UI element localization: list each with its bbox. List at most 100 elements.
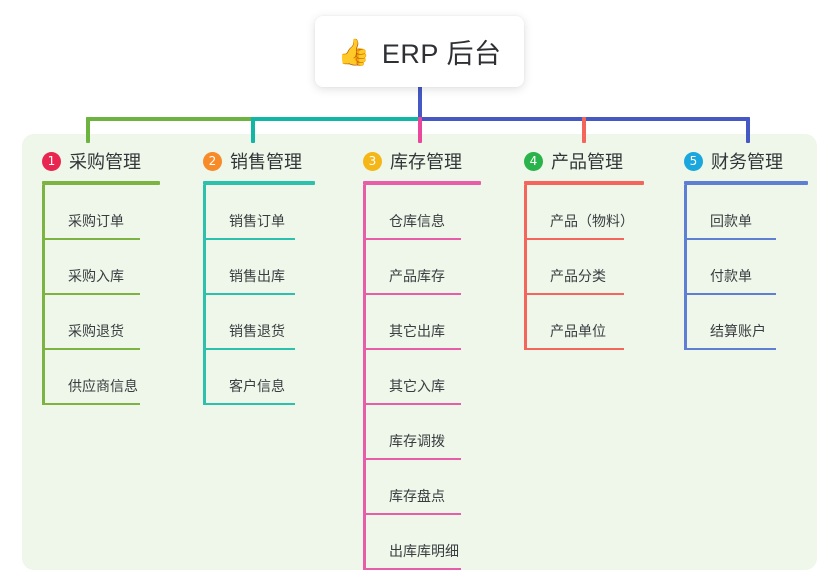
branch-leaf-label: 付款单 xyxy=(710,268,752,284)
branch-title: 采购管理 xyxy=(69,152,141,172)
branch-leaf-underline xyxy=(363,238,461,240)
branch-leaf-item[interactable]: 仓库信息 xyxy=(363,185,481,240)
branch-leaf-label: 采购退货 xyxy=(68,323,124,339)
branch-header-2[interactable]: 2 销售管理 xyxy=(203,148,315,174)
branch-leaf-underline xyxy=(363,568,461,570)
branch-header-underline xyxy=(42,181,160,185)
branch-leaf-label: 产品分类 xyxy=(550,268,606,284)
branch-leaf-item[interactable]: 结算账户 xyxy=(684,295,808,350)
branch-trunk-line xyxy=(684,185,687,350)
branch-title: 产品管理 xyxy=(551,152,623,172)
branch-leaf-item[interactable]: 其它入库 xyxy=(363,350,481,405)
branch-header-1[interactable]: 1 采购管理 xyxy=(42,148,160,174)
branch-leaf-item[interactable]: 出库库明细 xyxy=(363,515,481,570)
branch-leaf-label: 产品单位 xyxy=(550,323,606,339)
branch-trunk-line xyxy=(363,185,366,570)
root-node-erp-backend[interactable]: 👍 ERP 后台 xyxy=(315,16,524,87)
branch-leaf-underline xyxy=(363,293,461,295)
branch-leaf-underline xyxy=(203,293,295,295)
branch-leaf-item[interactable]: 销售出库 xyxy=(203,240,315,295)
branch-leaf-item[interactable]: 销售退货 xyxy=(203,295,315,350)
branch-column-4: 4 产品管理产品（物料） 产品分类产品单位 xyxy=(524,148,644,350)
branch-header-underline xyxy=(203,181,315,185)
branch-leaf-item[interactable]: 销售订单 xyxy=(203,185,315,240)
branch-leaf-label: 库存调拨 xyxy=(389,433,445,449)
branch-leaf-underline xyxy=(203,403,295,405)
branch-leaf-underline xyxy=(363,458,461,460)
branch-number-badge: 2 xyxy=(203,151,222,171)
branch-trunk-line xyxy=(203,185,206,405)
branch-items: 产品（物料） 产品分类产品单位 xyxy=(524,185,644,350)
branch-header-4[interactable]: 4 产品管理 xyxy=(524,148,644,174)
branch-leaf-label: 库存盘点 xyxy=(389,488,445,504)
connector-bar-teal xyxy=(251,117,420,121)
branch-leaf-label: 销售出库 xyxy=(229,268,285,284)
branch-leaf-label: 采购订单 xyxy=(68,213,124,229)
branch-header-5[interactable]: 5 财务管理 xyxy=(684,148,808,174)
branch-items: 销售订单销售出库销售退货客户信息 xyxy=(203,185,315,405)
branch-leaf-item[interactable]: 产品（物料） xyxy=(524,185,644,240)
branch-leaf-underline xyxy=(42,403,140,405)
branch-leaf-underline xyxy=(684,348,776,350)
drop-connector-1 xyxy=(86,117,90,143)
branch-column-1: 1 采购管理采购订单采购入库采购退货供应商信息 xyxy=(42,148,160,405)
branch-leaf-underline xyxy=(42,348,140,350)
branch-leaf-label: 其它入库 xyxy=(389,378,445,394)
branch-header-underline xyxy=(363,181,481,185)
branch-leaf-label: 客户信息 xyxy=(229,378,285,394)
branch-leaf-item[interactable]: 库存调拨 xyxy=(363,405,481,460)
branch-leaf-underline xyxy=(363,513,461,515)
branch-leaf-item[interactable]: 供应商信息 xyxy=(42,350,160,405)
branch-leaf-underline xyxy=(363,403,461,405)
branch-leaf-item[interactable]: 产品库存 xyxy=(363,240,481,295)
branch-leaf-label: 回款单 xyxy=(710,213,752,229)
branch-leaf-item[interactable]: 库存盘点 xyxy=(363,460,481,515)
branch-title: 销售管理 xyxy=(230,152,302,172)
branch-leaf-label: 其它出库 xyxy=(389,323,445,339)
branch-leaf-label: 销售订单 xyxy=(229,213,285,229)
branch-leaf-item[interactable]: 采购入库 xyxy=(42,240,160,295)
branch-leaf-label: 仓库信息 xyxy=(389,213,445,229)
branch-number-badge: 5 xyxy=(684,151,703,171)
branch-leaf-item[interactable]: 采购退货 xyxy=(42,295,160,350)
branch-leaf-underline xyxy=(42,293,140,295)
thumbs-up-icon: 👍 xyxy=(337,36,370,67)
branch-leaf-label: 采购入库 xyxy=(68,268,124,284)
branch-number-badge: 4 xyxy=(524,151,543,171)
branch-leaf-item[interactable]: 回款单 xyxy=(684,185,808,240)
branch-leaf-item[interactable]: 产品单位 xyxy=(524,295,644,350)
branch-leaf-underline xyxy=(363,348,461,350)
branch-items: 仓库信息产品库存其它出库其它入库库存调拨库存盘点出库库明细 xyxy=(363,185,481,570)
branch-leaf-item[interactable]: 客户信息 xyxy=(203,350,315,405)
root-node-title: ERP 后台 xyxy=(381,39,502,69)
branch-number-badge: 3 xyxy=(363,151,382,171)
branch-leaf-underline xyxy=(42,238,140,240)
branch-leaf-item[interactable]: 其它出库 xyxy=(363,295,481,350)
branch-leaf-underline xyxy=(684,293,776,295)
root-stem-connector xyxy=(418,85,422,121)
branch-title: 财务管理 xyxy=(711,152,783,172)
drop-connector-5 xyxy=(746,117,750,143)
branch-trunk-line xyxy=(42,185,45,405)
branch-number-badge: 1 xyxy=(42,151,61,171)
branch-leaf-label: 供应商信息 xyxy=(68,378,138,394)
branch-leaf-item[interactable]: 采购订单 xyxy=(42,185,160,240)
branch-items: 回款单付款单结算账户 xyxy=(684,185,808,350)
branch-leaf-label: 产品（物料） xyxy=(550,213,634,229)
branch-header-underline xyxy=(684,181,808,185)
connector-bar-green xyxy=(86,117,253,121)
drop-connector-3 xyxy=(418,117,422,143)
branch-leaf-item[interactable]: 产品分类 xyxy=(524,240,644,295)
branch-leaf-item[interactable]: 付款单 xyxy=(684,240,808,295)
branch-leaf-label: 出库库明细 xyxy=(389,543,459,559)
branch-leaf-underline xyxy=(524,348,624,350)
branch-leaf-underline xyxy=(684,238,776,240)
drop-connector-2 xyxy=(251,117,255,143)
drop-connector-4 xyxy=(582,117,586,143)
branch-leaf-label: 结算账户 xyxy=(710,323,766,339)
branch-leaf-label: 产品库存 xyxy=(389,268,445,284)
branch-column-2: 2 销售管理销售订单销售出库销售退货客户信息 xyxy=(203,148,315,405)
